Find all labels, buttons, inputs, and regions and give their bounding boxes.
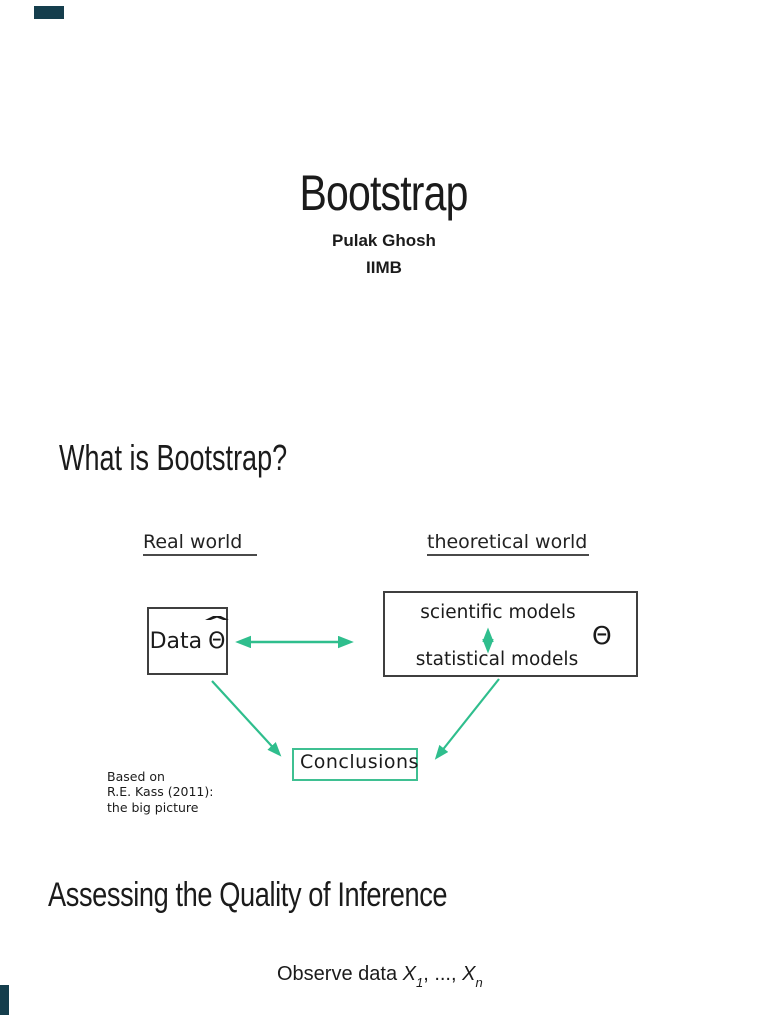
data-box-label: Data	[149, 628, 203, 654]
page-edge-mark-top	[34, 6, 64, 19]
theoretical-world-label: theoretical world	[427, 532, 590, 556]
statistical-models-label: statistical models	[415, 649, 579, 670]
citation-note: Based on R.E. Kass (2011): the big pictu…	[107, 769, 213, 815]
ellipsis-separator: , ...,	[423, 963, 463, 985]
x1-subscript: 1	[415, 975, 424, 990]
arrow-theory-conclusions	[434, 678, 500, 760]
xn-subscript: n	[475, 975, 483, 990]
slide-title-text: Bootstrap	[299, 165, 469, 221]
scientific-models-label: scientific models	[420, 602, 576, 623]
x1-variable: X	[402, 963, 416, 985]
arrow-data-conclusions	[211, 680, 282, 757]
conclusions-box: Conclusions	[292, 748, 418, 781]
section-heading-what-is-bootstrap: What is Bootstrap?	[59, 437, 363, 478]
page-edge-mark-left	[0, 985, 9, 1015]
theoretical-models-box	[383, 591, 638, 677]
observe-prefix: Observe data	[277, 963, 403, 985]
citation-note-line3: the big picture	[107, 799, 199, 815]
theta-symbol: Θ	[592, 621, 612, 650]
observe-data-line: Observe data X1, ..., Xn	[277, 963, 483, 989]
hat-accent: ˆ	[200, 613, 233, 638]
section-heading-2-text: Assessing the Quality of Inference	[48, 876, 448, 914]
author-name: Pulak Ghosh	[332, 231, 436, 250]
theta-hat-symbol: ˆ Θ	[201, 615, 233, 654]
xn-variable: X	[462, 963, 476, 985]
slide-title: Bootstrap	[0, 166, 768, 221]
section-heading-assessing-quality: Assessing the Quality of Inference	[48, 876, 547, 914]
section-heading-text: What is Bootstrap?	[59, 437, 288, 478]
institute-name: IIMB	[366, 258, 402, 277]
real-world-label: Real world	[143, 532, 258, 556]
citation-note-line1: Based on	[107, 769, 165, 784]
citation-note-line2: R.E. Kass (2011):	[107, 784, 214, 800]
theta-glyph: Θ	[208, 628, 226, 654]
data-box: Data ˆ Θ	[147, 607, 233, 675]
